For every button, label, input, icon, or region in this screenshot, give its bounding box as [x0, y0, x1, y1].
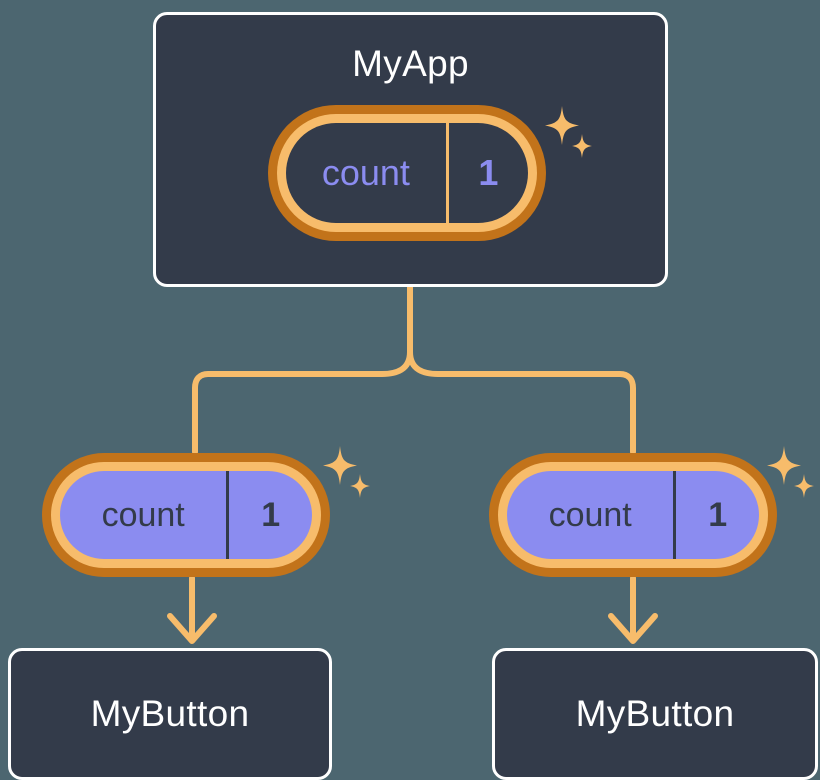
state-pill-child-left[interactable]: count 1 [42, 453, 330, 577]
state-pill-inner-ring: count 1 [51, 462, 321, 568]
state-pill-inner-ring: count 1 [277, 114, 537, 232]
arrow-head-left [167, 613, 217, 644]
state-pill-face: count 1 [60, 471, 312, 559]
state-pill-inner-ring: count 1 [498, 462, 768, 568]
component-title-mybutton-right: MyButton [575, 693, 735, 734]
state-pill-face: count 1 [286, 123, 528, 223]
component-title-myapp: MyApp [352, 43, 469, 84]
connector-branch-right [407, 349, 636, 455]
component-box-mybutton-right[interactable]: MyButton [492, 648, 818, 780]
component-box-mybutton-left[interactable]: MyButton [8, 648, 332, 780]
state-pill-myapp[interactable]: count 1 [268, 105, 546, 241]
state-pill-value: 1 [226, 471, 312, 559]
connector-branch-left [192, 349, 413, 455]
state-pill-key: count [321, 152, 410, 193]
component-title-mybutton-left: MyButton [90, 693, 250, 734]
state-pill-value: 1 [445, 123, 528, 223]
state-pill-child-right[interactable]: count 1 [489, 453, 777, 577]
state-pill-key: count [101, 495, 185, 534]
state-pill-key: count [548, 495, 632, 534]
state-pill-value: 1 [673, 471, 759, 559]
arrow-head-right [608, 613, 658, 644]
state-pill-face: count 1 [507, 471, 759, 559]
